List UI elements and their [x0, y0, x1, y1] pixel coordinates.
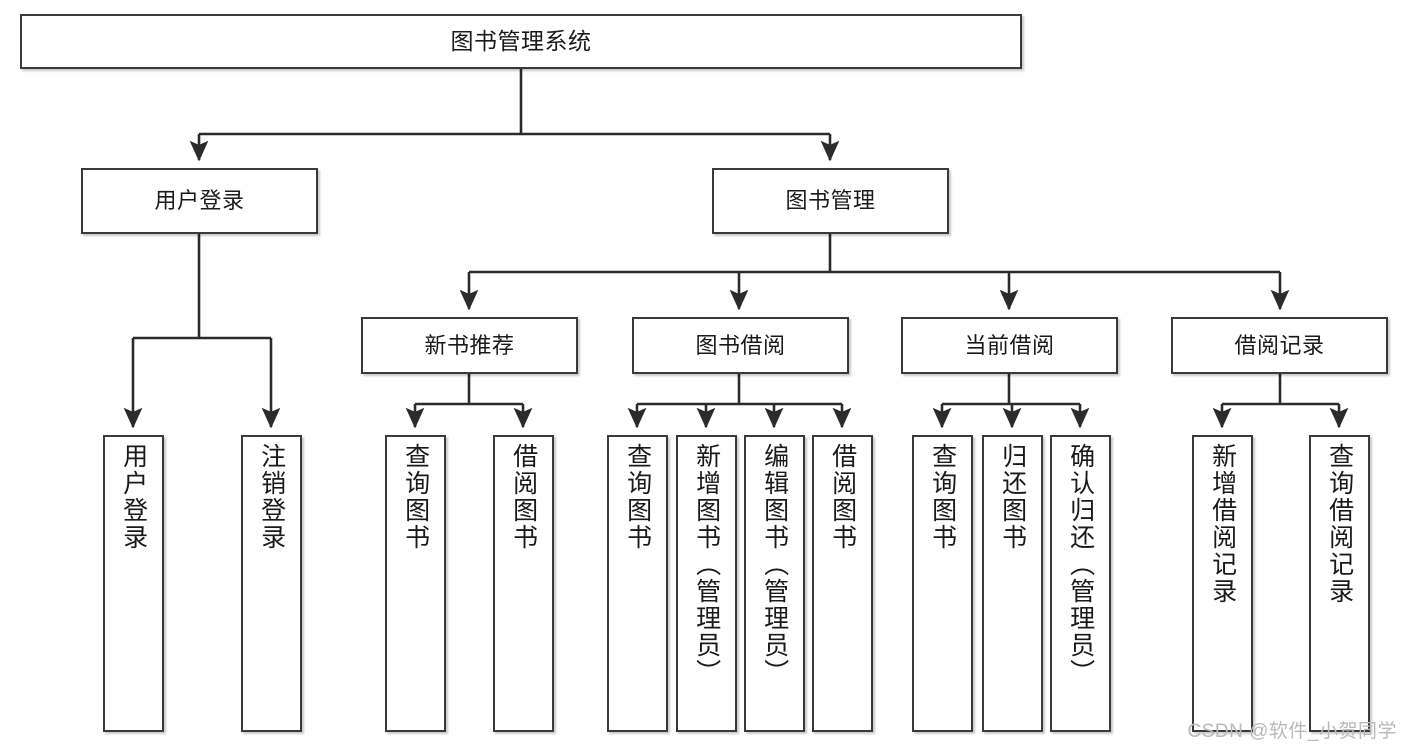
leaf-return-book[interactable]: 归还图书: [982, 435, 1043, 732]
leaf-user-login-label: 用户登录: [119, 443, 148, 551]
leaf-query-book-2-label: 查询图书: [623, 443, 652, 551]
leaf-logout-login[interactable]: 注销登录: [241, 435, 302, 732]
node-root[interactable]: 图书管理系统: [20, 14, 1022, 69]
node-user-login-label: 用户登录: [154, 188, 245, 214]
leaf-add-record[interactable]: 新增借阅记录: [1192, 435, 1253, 732]
leaf-confirm-return[interactable]: 确认归还（管理员）: [1050, 435, 1111, 732]
leaf-confirm-return-label: 确认归还（管理员）: [1066, 443, 1095, 686]
node-book-manage-label: 图书管理: [785, 188, 876, 214]
node-new-book-recommend-label: 新书推荐: [424, 332, 515, 358]
node-new-book-recommend[interactable]: 新书推荐: [361, 317, 578, 374]
node-borrow-record[interactable]: 借阅记录: [1171, 317, 1388, 374]
leaf-edit-book[interactable]: 编辑图书（管理员）: [744, 435, 805, 732]
node-book-borrow-label: 图书借阅: [695, 332, 786, 358]
leaf-borrow-book-2[interactable]: 借阅图书: [812, 435, 873, 732]
leaf-query-book-3[interactable]: 查询图书: [912, 435, 973, 732]
csdn-watermark: CSDN @软件_小贺同学: [1187, 721, 1397, 742]
node-book-borrow[interactable]: 图书借阅: [632, 317, 849, 374]
leaf-query-book-3-label: 查询图书: [928, 443, 957, 551]
leaf-query-book-1-label: 查询图书: [401, 443, 430, 551]
leaf-edit-book-label: 编辑图书（管理员）: [760, 443, 789, 686]
leaf-borrow-book-2-label: 借阅图书: [828, 443, 857, 551]
leaf-user-login[interactable]: 用户登录: [103, 435, 164, 732]
leaf-query-record[interactable]: 查询借阅记录: [1309, 435, 1370, 732]
leaf-borrow-book-1-label: 借阅图书: [509, 443, 538, 551]
leaf-query-book-2[interactable]: 查询图书: [607, 435, 668, 732]
leaf-query-record-label: 查询借阅记录: [1325, 443, 1354, 605]
leaf-query-book-1[interactable]: 查询图书: [385, 435, 446, 732]
leaf-return-book-label: 归还图书: [998, 443, 1027, 551]
leaf-add-record-label: 新增借阅记录: [1208, 443, 1237, 605]
leaf-logout-login-label: 注销登录: [257, 443, 286, 551]
leaf-add-book-label: 新增图书（管理员）: [692, 443, 721, 686]
node-book-manage[interactable]: 图书管理: [712, 168, 949, 234]
node-borrow-record-label: 借阅记录: [1234, 332, 1325, 358]
node-current-borrow[interactable]: 当前借阅: [901, 317, 1118, 374]
node-user-login[interactable]: 用户登录: [81, 168, 318, 234]
node-root-label: 图书管理系统: [450, 27, 592, 54]
node-current-borrow-label: 当前借阅: [964, 332, 1055, 358]
leaf-add-book[interactable]: 新增图书（管理员）: [676, 435, 737, 732]
leaf-borrow-book-1[interactable]: 借阅图书: [493, 435, 554, 732]
